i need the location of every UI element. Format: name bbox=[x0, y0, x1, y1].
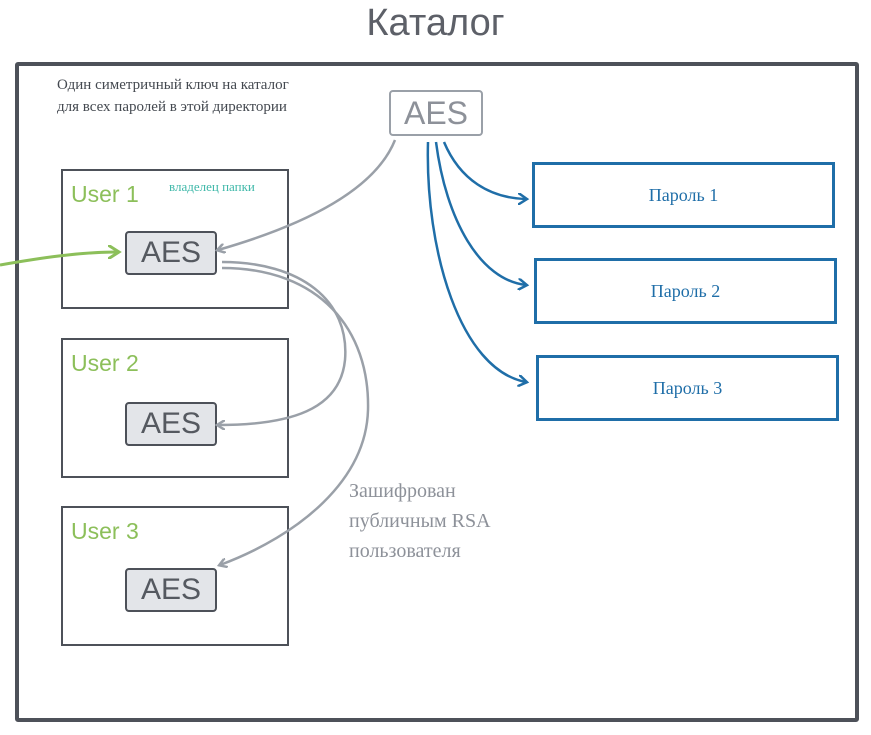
user-aes-key-1: AES bbox=[125, 231, 217, 275]
catalog-frame bbox=[15, 62, 859, 722]
rsa-note-line-2: публичным RSA bbox=[349, 510, 491, 532]
arrow-user1-to-user2 bbox=[218, 260, 347, 425]
arrow-master-to-password-1 bbox=[442, 141, 526, 199]
rsa-note-line-3: пользователя bbox=[349, 540, 461, 562]
diagram-title: Каталог bbox=[366, 2, 505, 44]
catalog-note: Один симетричный ключ на каталог для все… bbox=[57, 74, 289, 118]
user-aes-key-3: AES bbox=[125, 568, 217, 612]
owner-tag: владелец папки bbox=[169, 179, 255, 194]
arrow-user1-to-user3 bbox=[220, 266, 370, 565]
catalog-note-line-2: для всех паролей в этой директории bbox=[57, 99, 287, 115]
password-box-3: Пароль 3 bbox=[536, 355, 839, 421]
arrow-master-to-user1 bbox=[218, 139, 397, 250]
user-box-3: User 3 AES bbox=[61, 506, 289, 646]
arrow-master-to-password-2 bbox=[434, 141, 526, 285]
password-box-1: Пароль 1 bbox=[532, 162, 835, 228]
user-aes-key-2: AES bbox=[125, 402, 217, 446]
user-label-3: User 3 bbox=[71, 518, 139, 544]
user-box-2: User 2 AES bbox=[61, 338, 289, 478]
arrow-incoming bbox=[0, 252, 118, 267]
user-label-1: User 1 bbox=[71, 181, 139, 207]
catalog-note-line-1: Один симетричный ключ на каталог bbox=[57, 77, 289, 93]
catalog-aes-key: AES bbox=[389, 90, 483, 136]
arrow-master-to-password-3 bbox=[426, 141, 526, 382]
rsa-note: Зашифрован публичным RSA пользователя bbox=[349, 476, 491, 566]
user-label-2: User 2 bbox=[71, 350, 139, 376]
rsa-note-line-1: Зашифрован bbox=[349, 480, 456, 502]
password-box-2: Пароль 2 bbox=[534, 258, 837, 324]
